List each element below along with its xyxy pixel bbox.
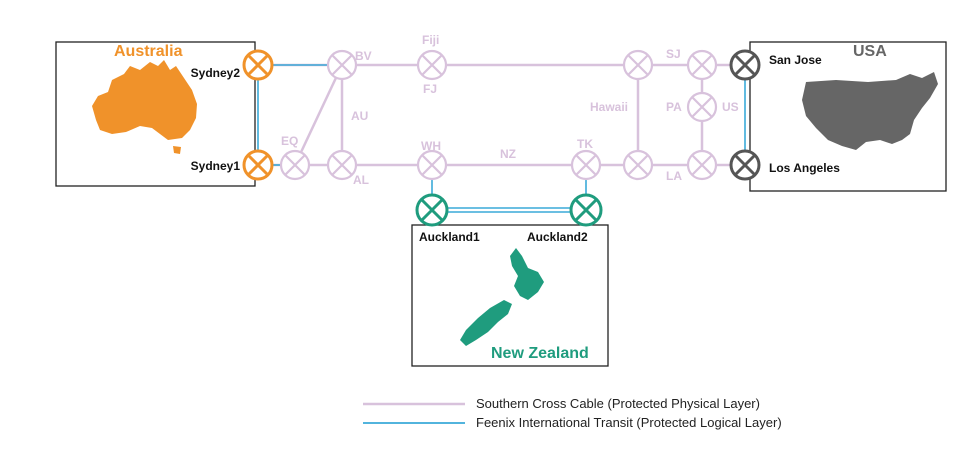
new-zealand-box: [411, 224, 609, 367]
us-label: US: [722, 100, 739, 114]
san-jose-node-icon: [729, 49, 761, 81]
auckland2-label: Auckland2: [527, 230, 588, 244]
tk-label: TK: [577, 137, 593, 151]
eq-label: EQ: [281, 134, 298, 148]
auckland2-node-icon: [569, 193, 603, 227]
san-jose-label: San Jose: [769, 53, 822, 67]
sydney2-node-icon: [242, 49, 274, 81]
sydney1-label: Sydney1: [191, 159, 241, 173]
usa-title: USA: [853, 43, 887, 60]
nz-label: NZ: [500, 147, 516, 161]
new-zealand-title: New Zealand: [491, 345, 589, 362]
cable-node-la: [686, 149, 718, 181]
auckland1-node-icon: [415, 193, 449, 227]
cable-node-pa: [686, 91, 718, 123]
cable-node-al: [326, 149, 358, 181]
cable-node-wh: [416, 149, 448, 181]
cable-node-hawaii-north: [622, 49, 654, 81]
sydney1-node-icon: [242, 149, 274, 181]
bv-label: BV: [355, 49, 372, 63]
la-label: LA: [666, 169, 682, 183]
fj-label: FJ: [423, 82, 437, 96]
al-label: AL: [353, 173, 369, 187]
australia-map-icon: [92, 60, 197, 154]
new-zealand-map-icon: [460, 248, 544, 346]
legend-logical-label: Feenix International Transit (Protected …: [476, 415, 782, 430]
los-angeles-label: Los Angeles: [769, 161, 840, 175]
los-angeles-node-icon: [729, 149, 761, 181]
legend: Southern Cross Cable (Protected Physical…: [363, 396, 782, 430]
wh-label: WH: [421, 139, 441, 153]
cable-node-bv: [326, 49, 358, 81]
usa-map-icon: [802, 72, 938, 150]
cable-node-sj: [686, 49, 718, 81]
sydney2-label: Sydney2: [191, 66, 241, 80]
sj-label: SJ: [666, 47, 681, 61]
au-label: AU: [351, 109, 368, 123]
cable-node-tk: [570, 149, 602, 181]
cable-node-hawaii-south: [622, 149, 654, 181]
auckland1-label: Auckland1: [419, 230, 480, 244]
cable-node-fiji: [416, 49, 448, 81]
australia-title: Australia: [114, 43, 183, 60]
pa-label: PA: [666, 100, 682, 114]
logical-layer-lines: [257, 64, 746, 213]
cable-node-eq: [279, 149, 311, 181]
hawaii-label: Hawaii: [590, 100, 628, 114]
legend-physical-label: Southern Cross Cable (Protected Physical…: [476, 396, 760, 411]
fiji-label: Fiji: [422, 33, 439, 47]
